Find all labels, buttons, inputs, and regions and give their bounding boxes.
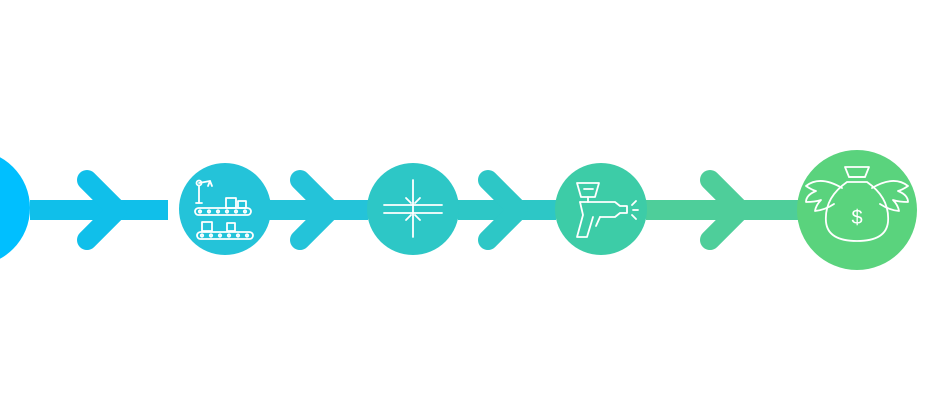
spray-gun-icon [576, 182, 639, 238]
laser-cutting-node [367, 163, 459, 255]
assembly-line-icon [194, 179, 254, 240]
start-circle-icon [0, 157, 30, 259]
assembly-line-node [179, 163, 271, 255]
connector-arrow-3 [458, 170, 556, 250]
spray-gun-node [555, 163, 647, 255]
dollar-sign-icon: $ [851, 207, 862, 229]
money-bag-node: $ [797, 150, 917, 270]
connector-arrow-1 [30, 170, 168, 250]
money-bag-wings-icon [805, 166, 909, 242]
connector-arrow-2 [268, 170, 368, 250]
laser-cutting-icon [383, 179, 443, 238]
connector-arrow-4 [646, 170, 798, 250]
